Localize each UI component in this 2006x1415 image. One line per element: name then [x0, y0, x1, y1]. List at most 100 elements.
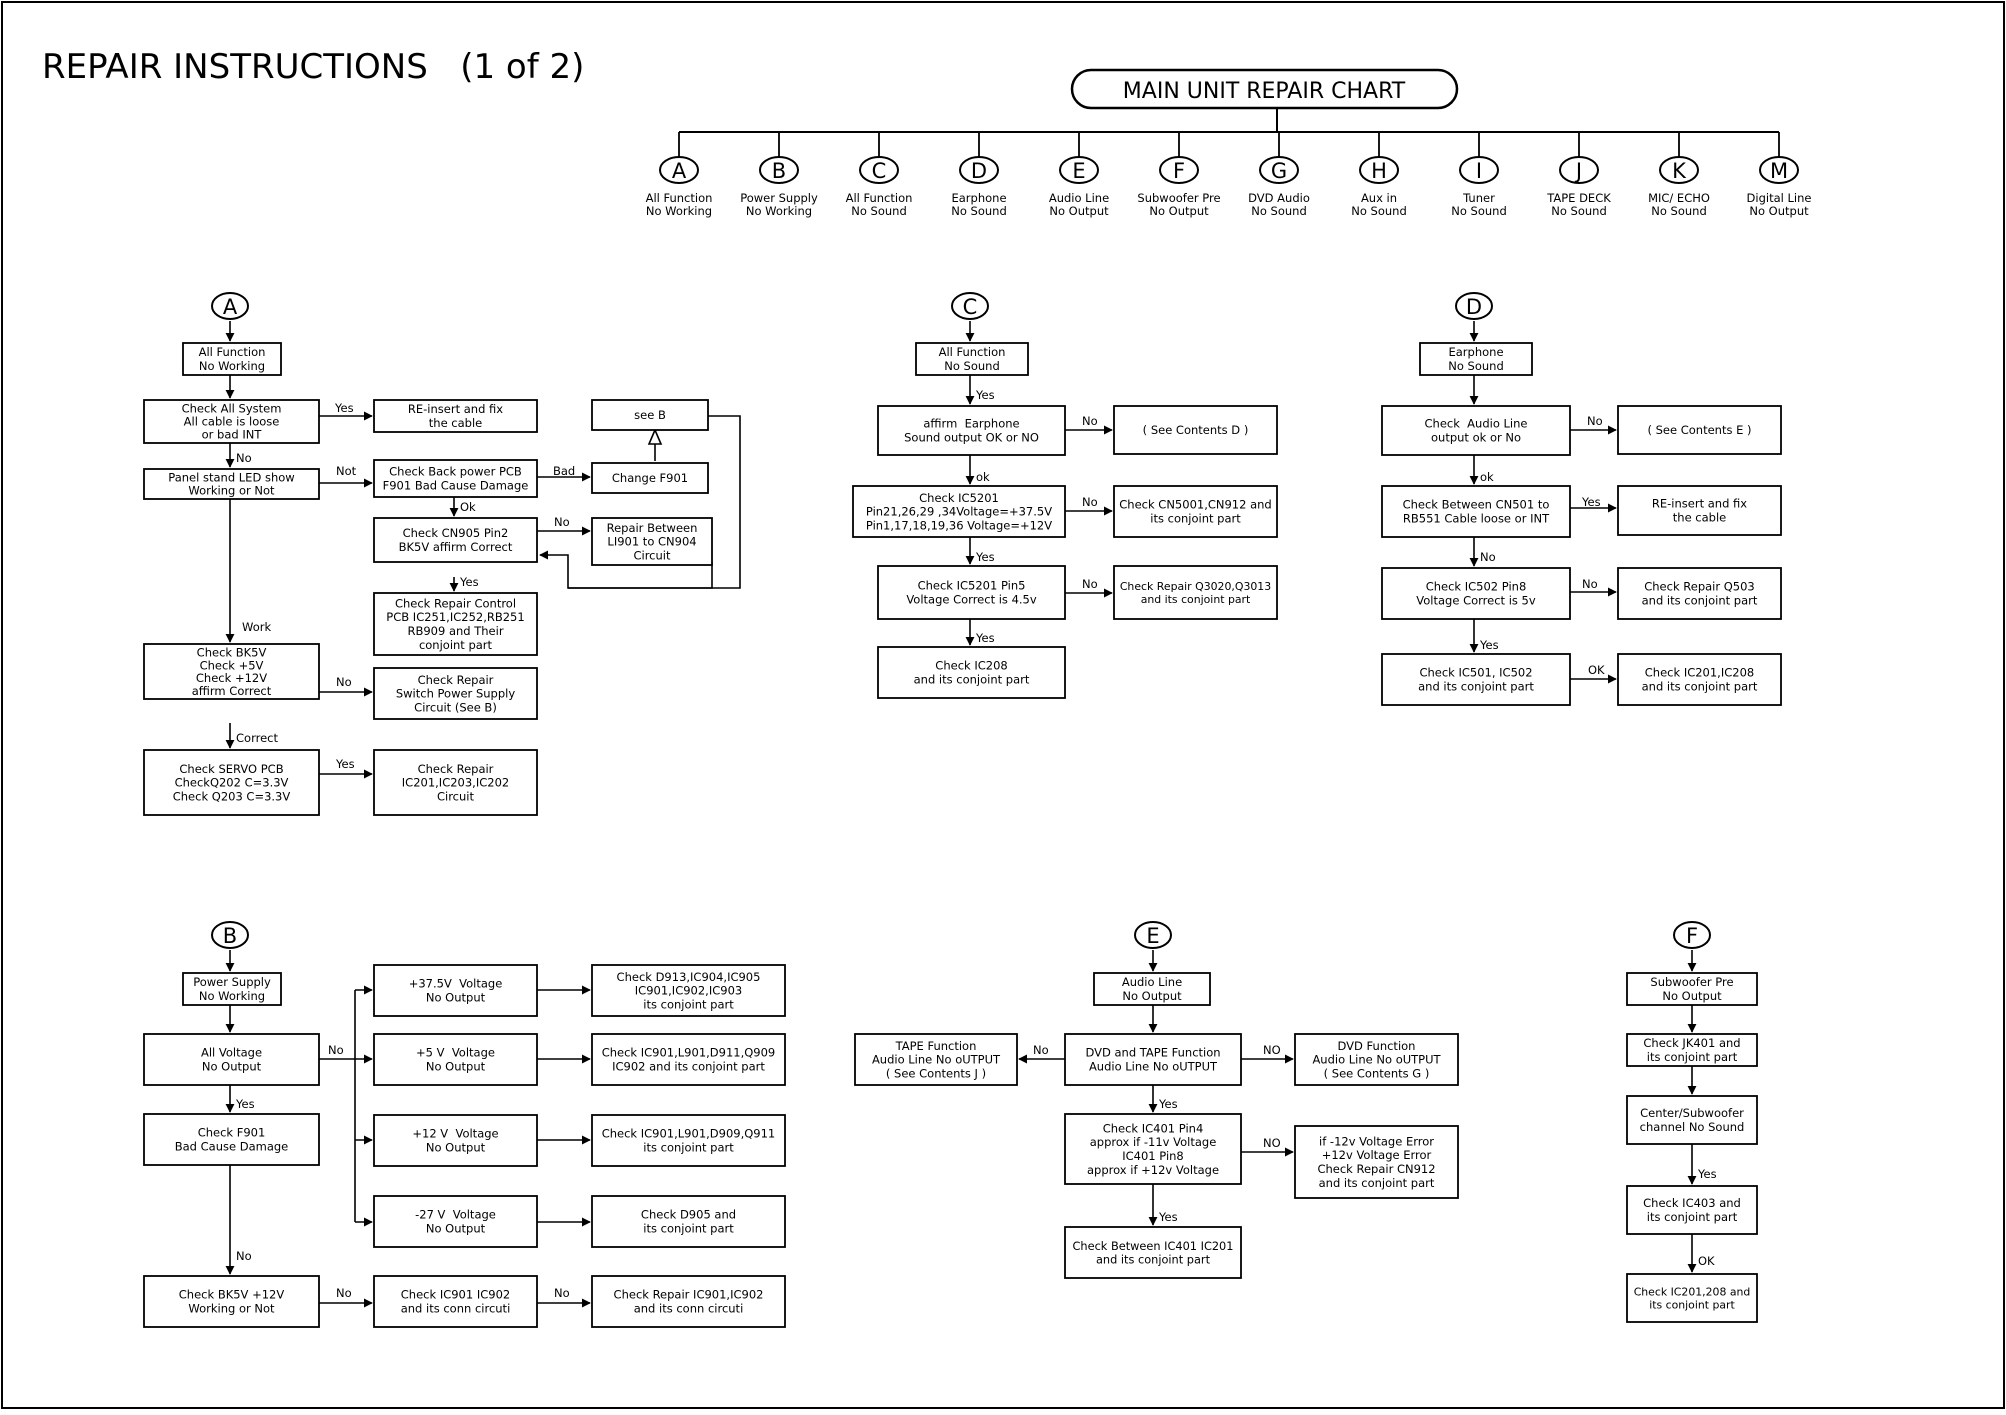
flow-label-a5: Ok	[460, 500, 476, 514]
flow-label-a2: No	[236, 451, 252, 465]
node-text: Check IC401 Pin4	[1103, 1121, 1204, 1135]
node-text: IC401 Pin8	[1122, 1149, 1184, 1163]
flow-label-f1: Yes	[1697, 1167, 1717, 1181]
node-text: Earphone	[1448, 345, 1503, 359]
branch-letter: D	[971, 159, 987, 183]
node-text: Circuit	[437, 789, 475, 803]
section-letter: F	[1686, 924, 1698, 948]
hollow-arrow-icon	[647, 427, 663, 445]
node-text: RB909 and Their	[407, 624, 503, 638]
branch-caption: Aux in	[1361, 191, 1397, 205]
branch-caption: No Sound	[851, 204, 907, 218]
node-text: All Function	[199, 345, 266, 359]
flow-label-d3: Yes	[1581, 495, 1601, 509]
branch-letter: G	[1271, 159, 1287, 183]
node-text: if -12v Voltage Error	[1319, 1134, 1434, 1148]
branch-caption: Power Supply	[740, 191, 818, 205]
node-text: Audio Line No oUTPUT	[1089, 1060, 1218, 1074]
section-marker-b: B	[211, 921, 249, 949]
branch-letter: I	[1476, 159, 1482, 183]
node-text: No Output	[426, 1141, 486, 1155]
node-text: Check +12V	[196, 671, 267, 685]
node-text: Pin1,17,18,19,36 Voltage=+12V	[866, 518, 1052, 532]
branch-caption: All Function	[646, 191, 713, 205]
branch-letter: K	[1672, 159, 1687, 183]
section-letter: A	[223, 295, 238, 319]
node-text: F901 Bad Cause Damage	[383, 479, 529, 493]
node-e-error: if -12v Voltage Error+12v Voltage ErrorC…	[1294, 1125, 1459, 1199]
node-text: Working or Not	[188, 1302, 275, 1316]
node-text: Check Repair Control	[395, 596, 516, 610]
node-text: its conjoint part	[643, 1222, 734, 1236]
node-text: and its conn circuti	[634, 1302, 744, 1316]
node-text: and its conjoint part	[1096, 1252, 1211, 1266]
node-text: its conjoint part	[643, 997, 734, 1011]
node-text: Check +5V	[200, 658, 264, 672]
node-text: Check IC403 and	[1643, 1196, 1741, 1210]
node-text: and its conjoint part	[1642, 680, 1758, 694]
main-chart-header: MAIN UNIT REPAIR CHART	[1123, 79, 1406, 104]
node-text: affirm Correct	[192, 684, 272, 698]
flow-label-a6: No	[554, 515, 570, 529]
flow-label-a3: Not	[336, 464, 357, 478]
branch-caption: Earphone	[951, 191, 1006, 205]
branch-marker	[859, 156, 899, 184]
flow-label-d4: No	[1582, 577, 1598, 591]
node-text: CheckQ202 C=3.3V	[175, 776, 289, 790]
node-text: Subwoofer Pre	[1650, 975, 1733, 989]
node-text: All Function	[939, 345, 1006, 359]
node-text: Panel stand LED show	[168, 471, 294, 485]
node-text: Check IC502 Pin8	[1426, 580, 1527, 594]
branch-caption: No Sound	[1551, 204, 1607, 218]
section-marker-e: E	[1134, 921, 1172, 949]
branch-marker	[1559, 156, 1599, 184]
branch-letter: J	[1574, 159, 1582, 183]
node-text: PCB IC251,IC252,RB251	[386, 610, 524, 624]
branch-marker	[1659, 156, 1699, 184]
node-text: its conjoint part	[1647, 1210, 1738, 1224]
flow-label-c6: No	[1082, 577, 1098, 591]
branch-caption: No Sound	[1351, 204, 1407, 218]
flow-label-f2: OK	[1698, 1254, 1715, 1268]
node-text: ( See Contents D )	[1143, 423, 1249, 437]
node-text: IC201,IC203,IC202	[402, 776, 509, 790]
section-marker-f: F	[1673, 921, 1711, 949]
node-text: Check Back power PCB	[389, 465, 522, 479]
node-text: Power Supply	[193, 975, 271, 989]
node-text: Check IC5201	[919, 491, 999, 505]
node-text: Check IC501, IC502	[1419, 666, 1532, 680]
node-text: Check IC901,L901,D909,Q911	[602, 1127, 776, 1141]
node-b-d913: Check D913,IC904,IC905IC901,IC902,IC903i…	[591, 964, 786, 1017]
flow-label-c1: Yes	[975, 388, 995, 402]
node-text: Repair Between	[607, 521, 698, 535]
node-text: +12v Voltage Error	[1322, 1148, 1432, 1162]
node-text: output ok or No	[1431, 431, 1521, 445]
node-text: No Output	[426, 1060, 486, 1074]
node-text: Check IC201,IC208	[1645, 666, 1754, 680]
node-text: Check Between CN501 to	[1403, 498, 1550, 512]
flow-label-e5: Yes	[1158, 1210, 1178, 1224]
node-text: Check JK401 and	[1643, 1036, 1740, 1050]
